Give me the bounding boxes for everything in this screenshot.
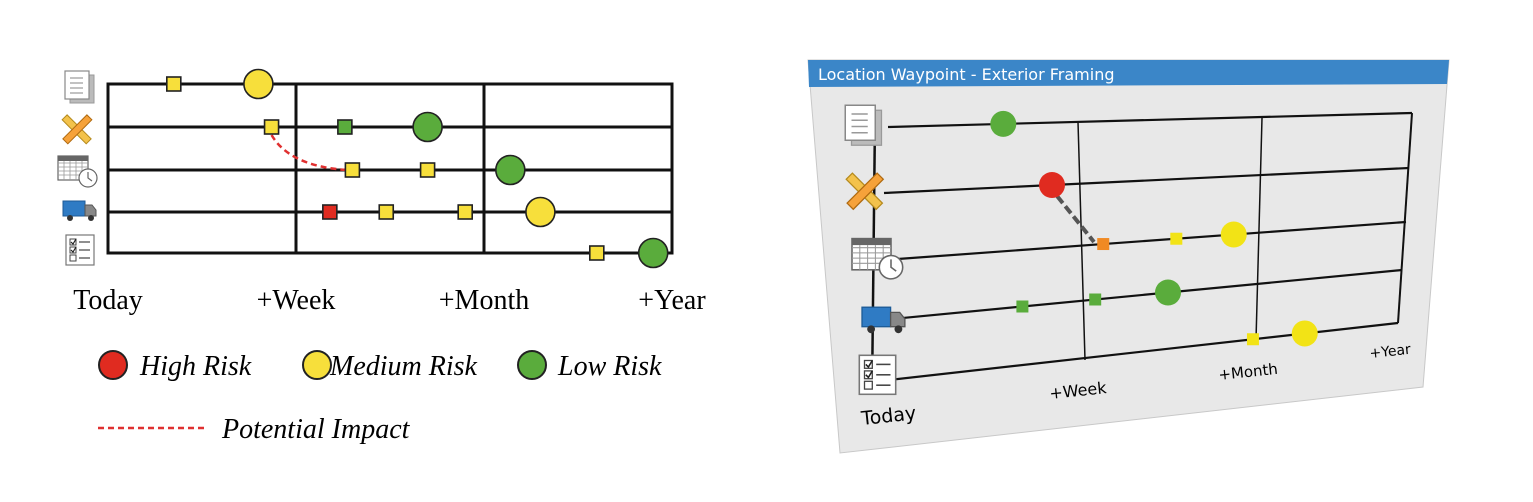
checkmark (70, 238, 77, 245)
legend-low-risk-label: Low Risk (557, 351, 662, 382)
pencil-shape (62, 114, 93, 145)
panel-period-divider (1255, 117, 1263, 341)
left-risk-chart: Today +Week +Month +Year (57, 68, 706, 316)
left-chart-grid (106, 82, 674, 255)
x-label-today: Today (73, 285, 143, 316)
panel-risk-circle-yellow (1220, 221, 1247, 248)
truck-cab (84, 204, 97, 217)
right-panel-marks (990, 110, 1318, 347)
checkmark (70, 246, 77, 253)
checklist-icon (65, 234, 95, 266)
checkmark (865, 360, 873, 369)
legend-high-risk-label: High Risk (139, 351, 252, 382)
legend-high-risk-dot (98, 350, 128, 380)
schedule-calendar-icon (57, 155, 98, 188)
clock-hands (87, 172, 93, 182)
risk-square-medium (378, 204, 395, 220)
checkbox (863, 380, 873, 390)
risk-square-high (322, 204, 338, 220)
checklist-icon (858, 354, 897, 396)
waypoint-panel-body (807, 59, 1450, 454)
risk-square-medium (419, 162, 436, 178)
delivery-truck-icon (62, 200, 97, 221)
truck-wheel (88, 215, 94, 221)
checkbox (69, 254, 77, 262)
truck-wheel (894, 325, 903, 334)
risk-circle-medium (243, 68, 274, 100)
risk-circle-low (412, 111, 443, 143)
checkbox (863, 370, 873, 380)
legend-potential-impact-label: Potential Impact (221, 414, 411, 445)
checkbox (69, 238, 77, 246)
clock-hands (890, 259, 897, 272)
panel-risk-square-yellow (1246, 333, 1259, 346)
document-icon (844, 104, 883, 146)
legend-medium-risk-label: Medium Risk (329, 351, 478, 382)
risk-square-low (337, 119, 353, 135)
right-lane-icons (844, 104, 906, 396)
pencil-shape (846, 172, 885, 211)
waypoint-panel-title: Location Waypoint - Exterior Framing (818, 65, 1115, 84)
legend-medium-risk-dot (302, 350, 332, 380)
truck-cab (889, 311, 906, 328)
document-front-sheet (844, 104, 876, 141)
risk-circle-low (637, 237, 669, 269)
panel-lane-line (883, 166, 1410, 195)
truck-cargo (861, 306, 892, 328)
x-label-year: +Year (638, 285, 706, 316)
legend-low-risk-dot (517, 350, 547, 380)
risk-square-medium (263, 119, 280, 135)
risk-square-medium (588, 245, 605, 261)
legend: High Risk Medium Risk Low Risk Potential… (98, 350, 662, 445)
risk-square-medium (166, 76, 182, 92)
checkmark (865, 370, 873, 379)
truck-cargo (62, 200, 86, 217)
panel-period-divider (1077, 121, 1086, 361)
panel-risk-circle-low (1155, 279, 1181, 306)
panel-risk-square-low (1089, 293, 1102, 306)
panel-risk-circle-yellow (1291, 320, 1318, 347)
x-label-week: +Week (257, 285, 336, 316)
potential-impact-link (270, 134, 347, 172)
delivery-truck-icon (861, 306, 906, 334)
x-label-month: +Month (439, 285, 529, 316)
panel-risk-square-low (1016, 300, 1029, 313)
checkbox (69, 246, 77, 254)
calendar-header (852, 238, 891, 246)
panel-risk-square-orange (1097, 238, 1110, 251)
panel-risk-square-yellow (1170, 232, 1183, 245)
ruler-pencil-icon (61, 114, 93, 145)
risk-circle-low (495, 154, 526, 186)
panel-risk-circle-high (1039, 172, 1065, 198)
panel-risk-circle-low (990, 110, 1017, 137)
truck-wheel (867, 325, 875, 334)
panel-lane-line (881, 268, 1403, 322)
document-front-sheet (64, 70, 90, 100)
panel-x-label-year: +Year (1369, 342, 1412, 362)
left-lane-icons (57, 70, 98, 266)
left-chart-marks (166, 68, 669, 269)
ruler-pencil-icon (845, 172, 885, 211)
document-icon (64, 70, 95, 104)
waypoint-panel-title-bar (808, 60, 1449, 87)
risk-square-medium (344, 162, 361, 178)
panel-axis-end (1397, 112, 1413, 324)
panel-lane-line (887, 111, 1413, 129)
waypoint-panel: Location Waypoint - Exterior Framing Tod… (807, 59, 1450, 454)
risk-circle-medium (525, 196, 556, 228)
schedule-calendar-icon (851, 237, 904, 280)
panel-lane-line (883, 220, 1407, 262)
truck-wheel (67, 215, 73, 221)
risk-square-medium (457, 204, 474, 220)
waypoint-impact-link (1047, 184, 1096, 244)
checkbox (863, 359, 873, 369)
calendar-header (58, 156, 88, 161)
